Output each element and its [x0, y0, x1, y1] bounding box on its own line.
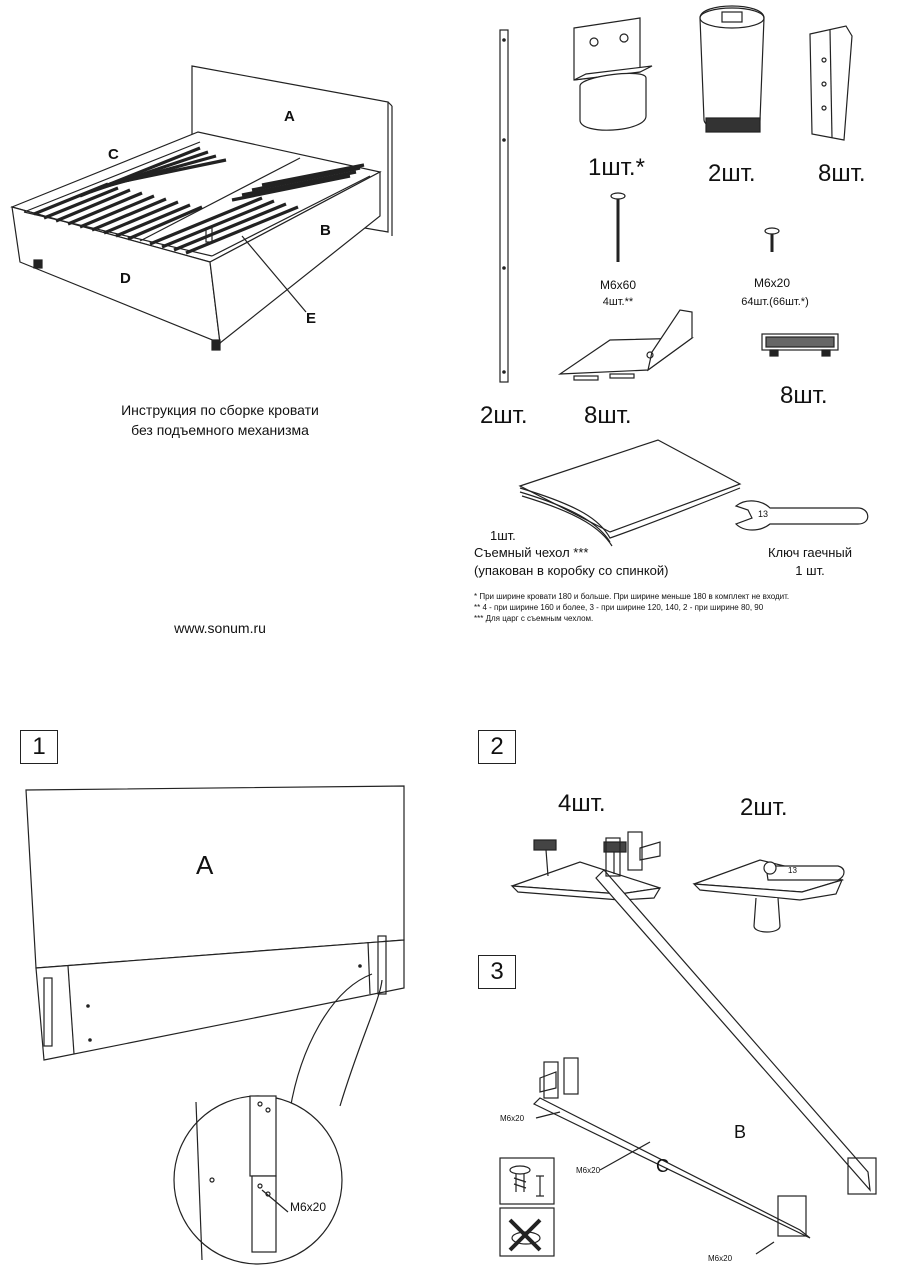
bolt-short-qty: 64шт.(66шт.*): [741, 296, 809, 308]
leg-qty: 2шт.: [708, 160, 756, 187]
step3-bolt-3: M6x20: [708, 1254, 733, 1263]
cover-note: (упакован в коробку со спинкой): [474, 563, 669, 578]
cover-qty: 1шт.: [490, 528, 516, 543]
bolt-long-qty: 4шт.**: [602, 296, 634, 308]
step1-bolt-label: M6x20: [290, 1200, 327, 1214]
angle-bracket-qty: 8шт.: [584, 402, 632, 429]
wrench-qty: 1 шт.: [795, 563, 825, 578]
step3-illustration: [499, 831, 877, 1257]
step-2-number: 2: [478, 730, 516, 764]
step2-illustration: [510, 839, 845, 933]
step1-panel-label: A: [196, 850, 214, 880]
step1-illustration: [25, 785, 405, 1265]
rail-qty: 2шт.: [480, 402, 528, 429]
wrench-name: Ключ гаечный: [767, 545, 853, 560]
slat-holder-qty: 8шт.: [780, 382, 828, 409]
wrench-size: 13: [758, 509, 769, 519]
footnote-1: * При ширине кровати 180 и больше. При ш…: [474, 592, 790, 601]
step3-label-b: B: [734, 1122, 747, 1142]
step3-bolt-2: M6x20: [576, 1166, 601, 1175]
website[interactable]: www.sonum.ru: [174, 620, 266, 636]
rail-part: [499, 29, 509, 383]
footnote-2: ** 4 - при ширине 160 и более, 3 - при ш…: [474, 603, 764, 612]
title-line-1: Инструкция по сборке кровати: [121, 402, 319, 418]
label-c: C: [108, 146, 119, 163]
step3-bolt-1: M6x20: [500, 1114, 525, 1123]
corner-plate-qty: 8шт.: [818, 160, 866, 187]
title-line-2: без подъемного механизма: [131, 422, 309, 438]
step-1-number: 1: [20, 730, 58, 764]
step2-right-qty: 2шт.: [740, 794, 788, 821]
step2-wrench-size: 13: [788, 866, 797, 875]
label-e: E: [306, 310, 317, 327]
bolt-short-size: M6x20: [753, 276, 791, 290]
label-b: B: [320, 222, 331, 239]
bolt-long-size: M6x60: [599, 278, 637, 292]
step-3-number: 3: [478, 955, 516, 989]
footnote-3: *** Для царг с съемным чехлом.: [474, 614, 594, 623]
bed-illustration: [10, 65, 393, 351]
label-d: D: [120, 270, 131, 287]
parts-illustrations: [499, 5, 869, 547]
bracket-qty: 1шт.*: [588, 154, 645, 181]
step2-left-qty: 4шт.: [558, 790, 606, 817]
cover-name: Съемный чехол ***: [474, 545, 589, 560]
label-a: A: [284, 108, 295, 125]
step3-label-c: C: [656, 1156, 669, 1176]
